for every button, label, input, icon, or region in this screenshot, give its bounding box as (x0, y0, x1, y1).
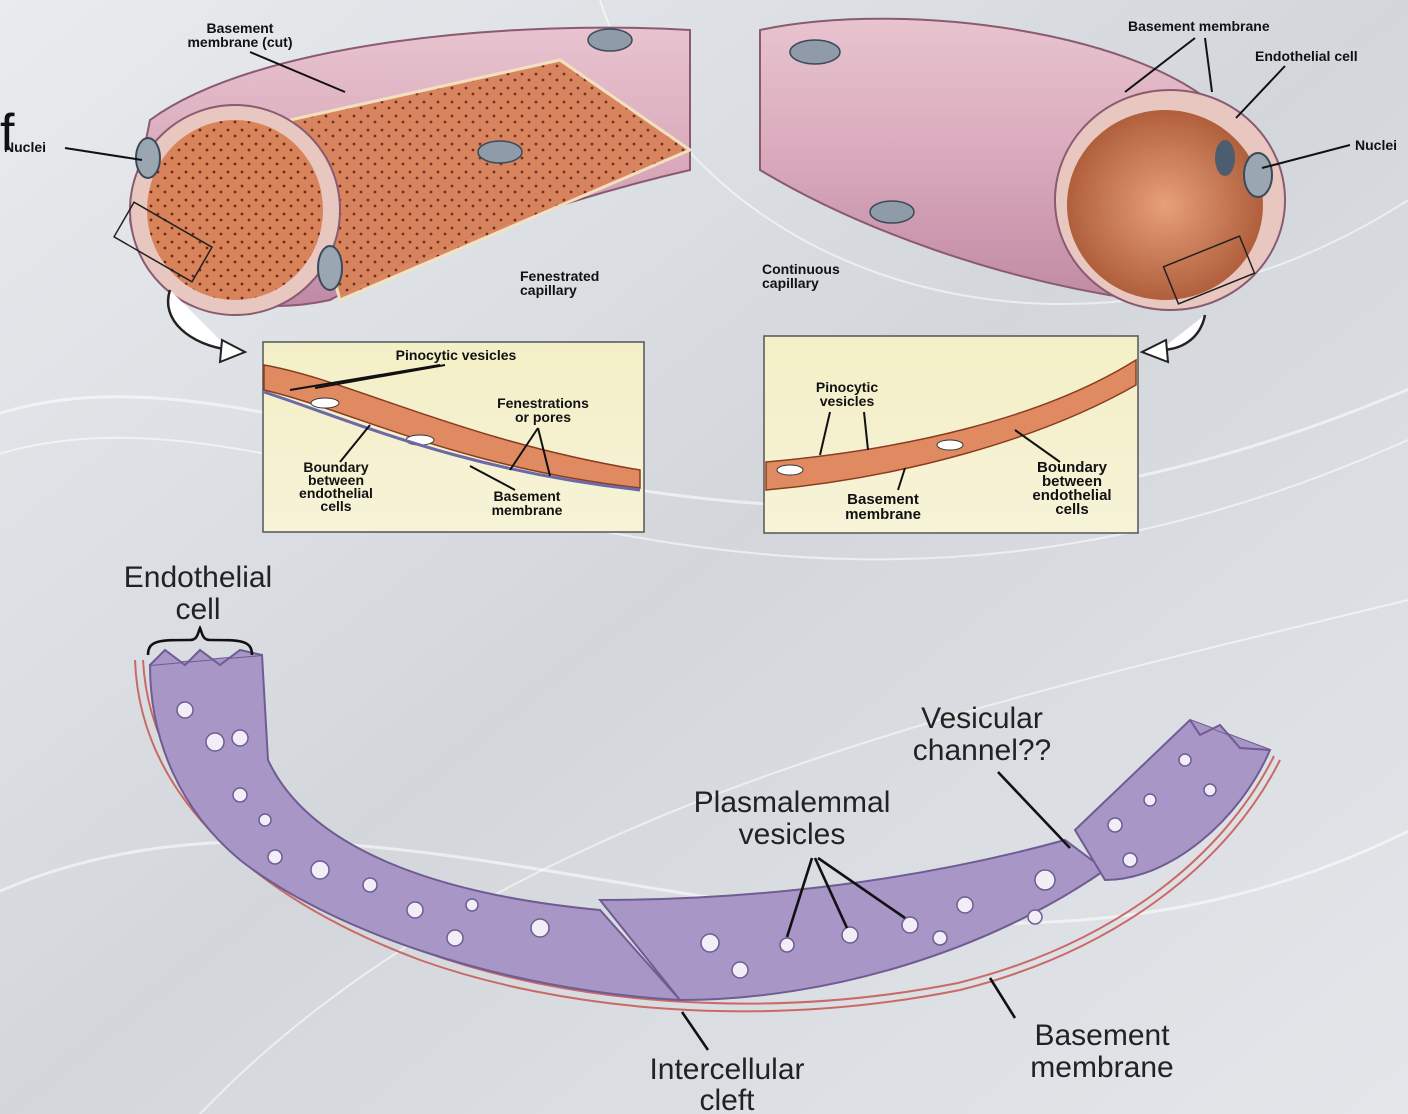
svg-text:Vesicular: Vesicular (921, 702, 1043, 735)
nucleus-shape (790, 40, 840, 64)
nucleus-shape (1215, 140, 1235, 176)
svg-text:Nuclei: Nuclei (1355, 137, 1397, 153)
svg-text:cell: cell (175, 593, 220, 626)
svg-text:vesicles: vesicles (820, 393, 875, 409)
nucleus-shape (870, 201, 914, 223)
svg-text:cells: cells (1055, 501, 1088, 518)
svg-text:cleft: cleft (699, 1084, 755, 1114)
svg-text:Plasmalemmal: Plasmalemmal (694, 786, 891, 819)
svg-text:membrane (cut): membrane (cut) (187, 34, 292, 50)
svg-text:or pores: or pores (515, 409, 571, 425)
svg-text:vesicles: vesicles (739, 818, 846, 851)
svg-text:membrane: membrane (845, 506, 921, 523)
svg-text:Endothelial cell: Endothelial cell (1255, 48, 1358, 64)
inset-fenestrated: Pinocytic vesicles Fenestrations or pore… (263, 342, 644, 532)
svg-text:Intercellular: Intercellular (649, 1053, 804, 1086)
svg-text:Basement membrane: Basement membrane (1128, 18, 1270, 34)
svg-text:Basement: Basement (1034, 1019, 1170, 1052)
inset-continuous: Pinocytic vesicles Basement membrane Bou… (764, 336, 1138, 533)
svg-text:membrane: membrane (492, 502, 563, 518)
svg-text:channel??: channel?? (913, 734, 1051, 767)
svg-text:cells: cells (320, 498, 351, 514)
svg-text:capillary: capillary (520, 282, 577, 298)
nucleus-shape (136, 138, 160, 178)
nucleus-shape (1244, 153, 1272, 197)
svg-text:Endothelial: Endothelial (124, 561, 272, 594)
svg-text:Pinocytic vesicles: Pinocytic vesicles (396, 347, 517, 363)
svg-text:capillary: capillary (762, 275, 819, 291)
svg-text:Nuclei: Nuclei (4, 139, 46, 155)
svg-text:membrane: membrane (1030, 1051, 1173, 1084)
nucleus-shape (588, 29, 632, 51)
nucleus-shape (318, 246, 342, 290)
nucleus-shape (478, 141, 522, 163)
